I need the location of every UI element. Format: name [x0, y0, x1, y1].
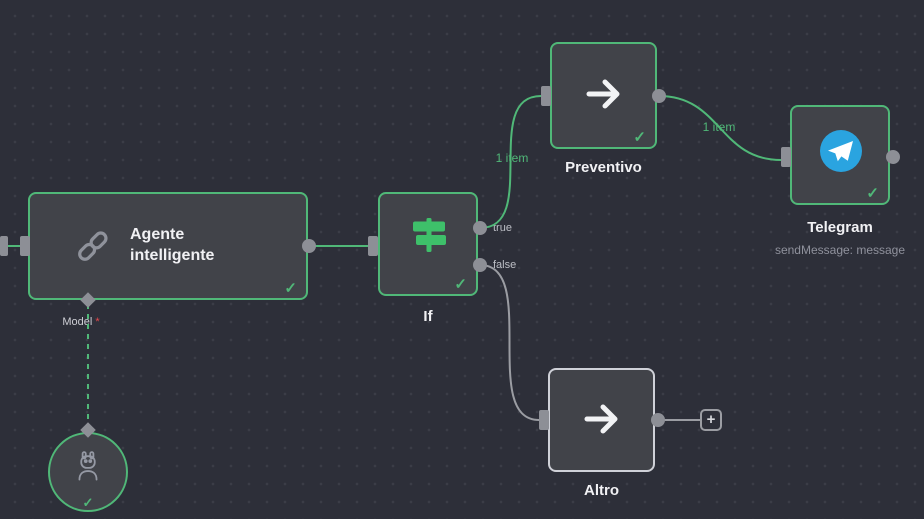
- node-title: Agente intelligente: [130, 226, 215, 264]
- telegram-icon: [818, 128, 864, 179]
- connection-if-true-to-preventivo[interactable]: [479, 95, 542, 229]
- check-icon: ✓: [866, 185, 879, 202]
- node-label-telegram: Telegram: [807, 219, 873, 236]
- if-input-handle[interactable]: [368, 236, 378, 256]
- connection-preventivo-to-telegram[interactable]: [658, 95, 782, 161]
- node-preventivo[interactable]: ✓: [550, 42, 657, 149]
- entry-handle[interactable]: [0, 236, 8, 256]
- node-label-preventivo: Preventivo: [565, 159, 642, 176]
- arrow-right-icon: [582, 72, 626, 121]
- check-icon: ✓: [82, 495, 94, 510]
- check-icon: ✓: [284, 280, 297, 297]
- node-telegram[interactable]: ✓: [790, 105, 890, 205]
- if-false-port-label: false: [493, 259, 517, 271]
- chain-link-icon: [74, 227, 112, 270]
- node-agente-intelligente[interactable]: Agente intelligente ✓: [28, 192, 308, 300]
- check-icon: ✓: [454, 276, 467, 293]
- plus-icon: +: [706, 411, 716, 428]
- node-subtitle-telegram: sendMessage: message: [774, 243, 906, 257]
- telegram-input-handle[interactable]: [781, 147, 791, 167]
- signpost-filter-icon: [409, 215, 449, 260]
- add-node-button[interactable]: +: [700, 409, 722, 431]
- preventivo-input-handle[interactable]: [541, 86, 551, 106]
- node-label-altro: Altro: [584, 482, 619, 499]
- connection-if-false-to-altro[interactable]: [479, 264, 540, 421]
- if-true-port-label: true: [493, 222, 512, 234]
- model-label-text: Model: [62, 316, 93, 328]
- ollama-llama-icon: [70, 449, 106, 490]
- node-altro[interactable]: [548, 368, 655, 472]
- node-label-if: If: [423, 308, 433, 325]
- node-if[interactable]: ✓: [378, 192, 478, 296]
- agent-input-handle[interactable]: [20, 236, 30, 256]
- altro-input-handle[interactable]: [539, 410, 549, 430]
- arrow-right-icon: [580, 397, 624, 446]
- agent-model-port-label: Model*: [41, 316, 121, 328]
- required-marker: *: [95, 316, 100, 328]
- node-ollama-model[interactable]: ✓: [48, 432, 128, 512]
- edge-label-if-true: 1 item: [495, 151, 529, 165]
- check-icon: ✓: [633, 129, 646, 146]
